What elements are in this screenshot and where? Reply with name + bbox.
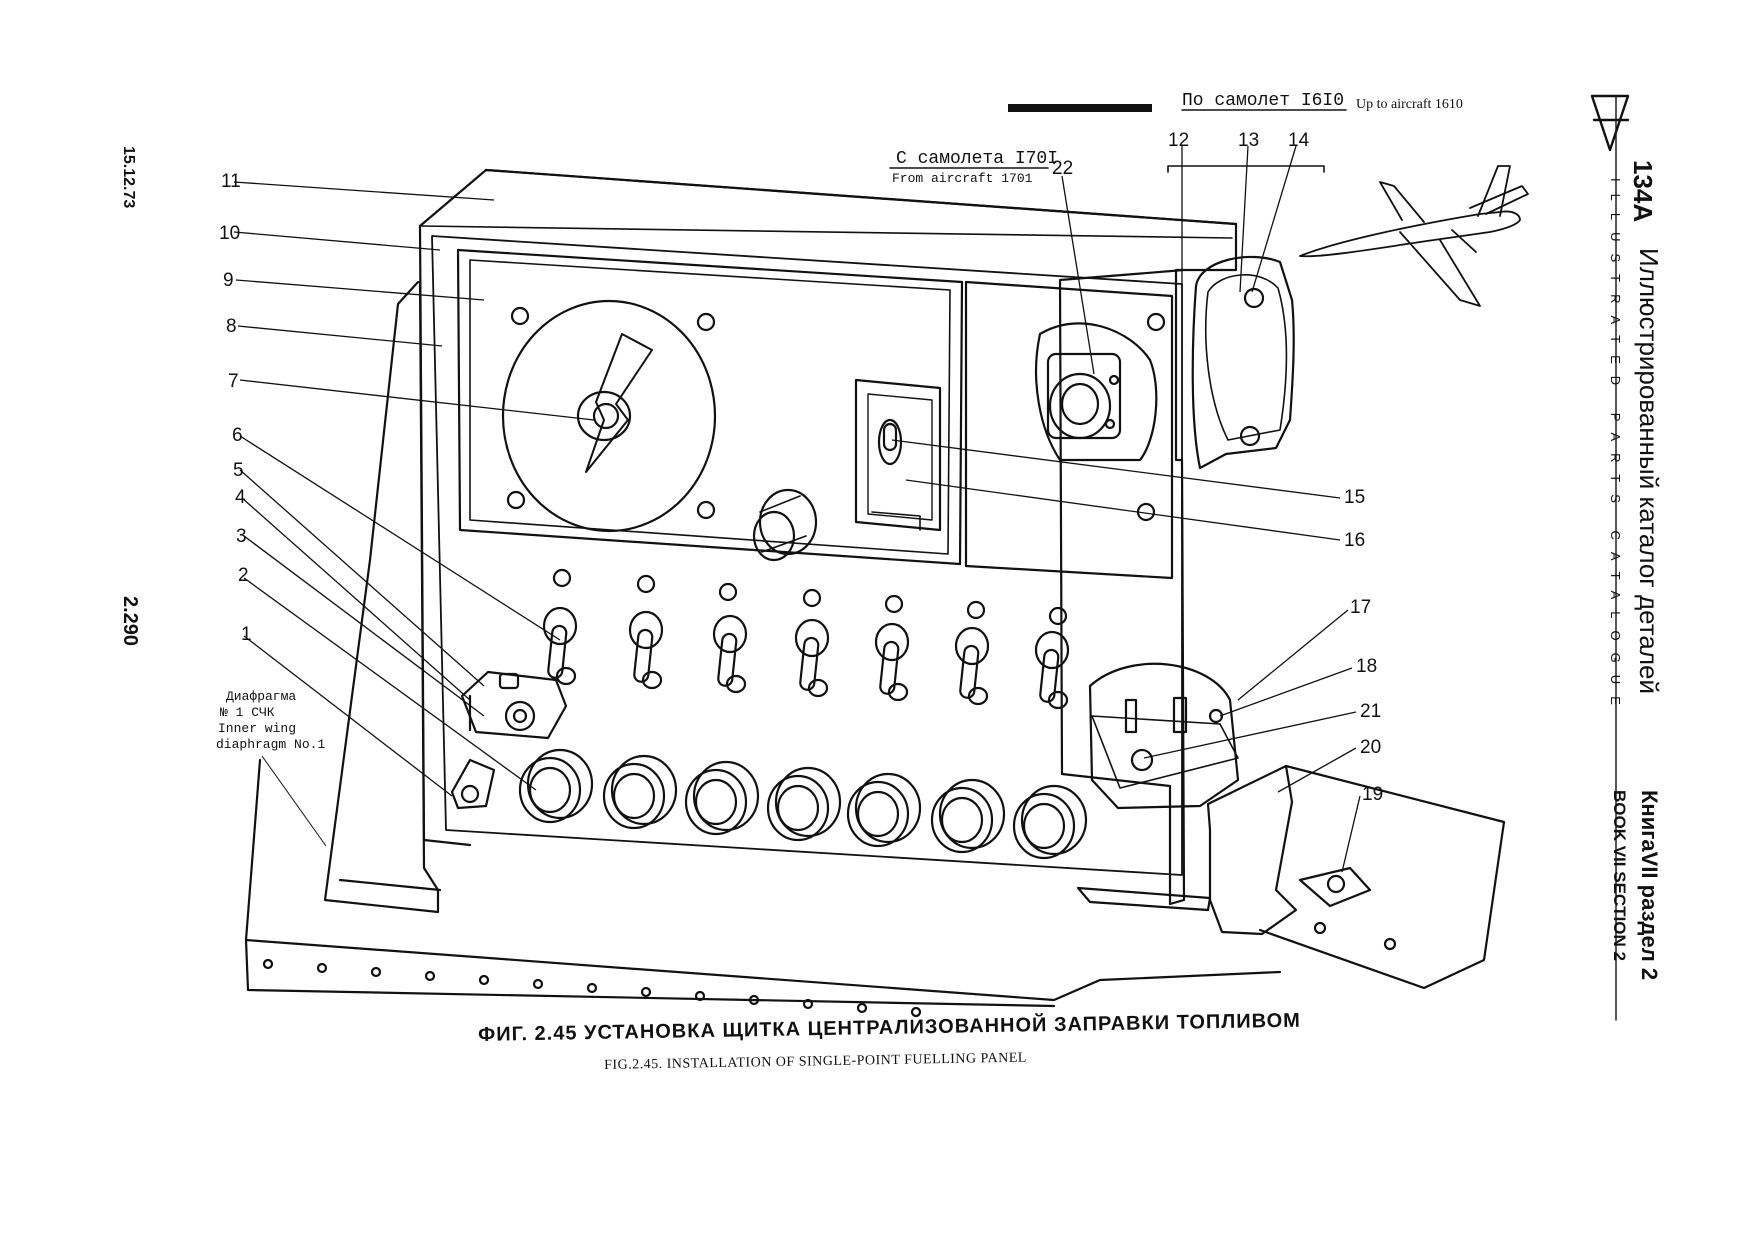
connector-socket [1034,312,1166,522]
callout-15: 15 [1344,487,1366,508]
screw-head [552,568,572,588]
toggle-switch [794,618,830,698]
rivet [316,962,328,974]
rivet [424,970,436,982]
callout-14: 14 [1288,130,1310,151]
screw-row [552,568,1068,626]
rotary-knob [684,760,760,836]
rail-rivets [262,958,922,1018]
callout-21: 21 [1360,701,1382,722]
cable-clamp [1191,255,1295,470]
toggle-switch [712,614,748,694]
rotary-knob [930,778,1006,854]
callout-13: 13 [1238,130,1260,151]
rotary-knob [1012,784,1088,860]
callout-17: 17 [1350,597,1372,618]
rivet [478,974,490,986]
note-line-1: Диафрагма [226,689,297,704]
callout-2: 2 [238,565,249,586]
toggle-switch [874,622,910,702]
callout-10: 10 [219,223,241,244]
aircraft-icon [1299,165,1529,307]
callout-9: 9 [223,270,234,291]
hinge-bracket-left [460,670,568,740]
callout-6: 6 [232,425,243,446]
up-to-note-en: Up to aircraft 1610 [1356,97,1463,112]
rivet [640,986,652,998]
screw-head [802,588,822,608]
callout-19: 19 [1362,784,1384,805]
screw-head [636,574,656,594]
rivet [856,1002,868,1014]
callout-1: 1 [241,624,252,645]
callout-18: 18 [1356,656,1378,677]
left-support [323,280,442,914]
callout-16: 16 [1344,530,1366,551]
rivet [586,982,598,994]
rotary-knob [602,754,678,830]
switch-plate [854,378,942,532]
callout-20: 20 [1360,737,1382,758]
screw-head [1048,606,1068,626]
callout-8: 8 [226,316,237,337]
rivet [262,958,274,970]
rivet [748,994,760,1006]
floor-bracket-right [1206,764,1506,990]
from-note-en: From aircraft 1701 [892,171,1033,186]
rivet [694,990,706,1002]
gauge-knob [752,488,818,562]
rotary-knob [846,772,922,848]
toggle-switch [628,610,664,690]
toggle-switch [1034,630,1070,710]
callout-3: 3 [236,526,247,547]
gauge-dial [501,299,717,533]
floor-plate [244,758,1282,1008]
callout-7: 7 [228,371,239,392]
callout-12: 12 [1168,130,1190,151]
rivet [532,978,544,990]
header-bar [1008,104,1152,112]
callout-4: 4 [235,487,246,508]
toggle-switch [542,606,578,686]
rivet [370,966,382,978]
screw-head [966,600,986,620]
note-line-2: № 1 СЧК [220,705,275,720]
note-line-4: diaphragm No.1 [216,737,326,752]
publisher-logo-icon [1590,94,1630,152]
knob-row [518,748,1088,860]
from-note-ru: С самолета I70I [896,149,1059,169]
toggle-switch-row [542,606,1070,710]
screw-head [718,582,738,602]
rivet [910,1006,922,1018]
callout-11: 11 [221,171,241,192]
fitting-lower-left [450,758,496,810]
toggle-switch [954,626,990,706]
screw-head [884,594,904,614]
callout-5: 5 [233,460,244,481]
up-to-note-ru: По самолет I6I0 [1182,91,1345,111]
note-line-3: Inner wing [218,721,297,736]
rotary-knob [766,766,842,842]
callout-22: 22 [1052,158,1074,179]
rivet [802,998,814,1010]
terminal-block [1088,662,1240,810]
